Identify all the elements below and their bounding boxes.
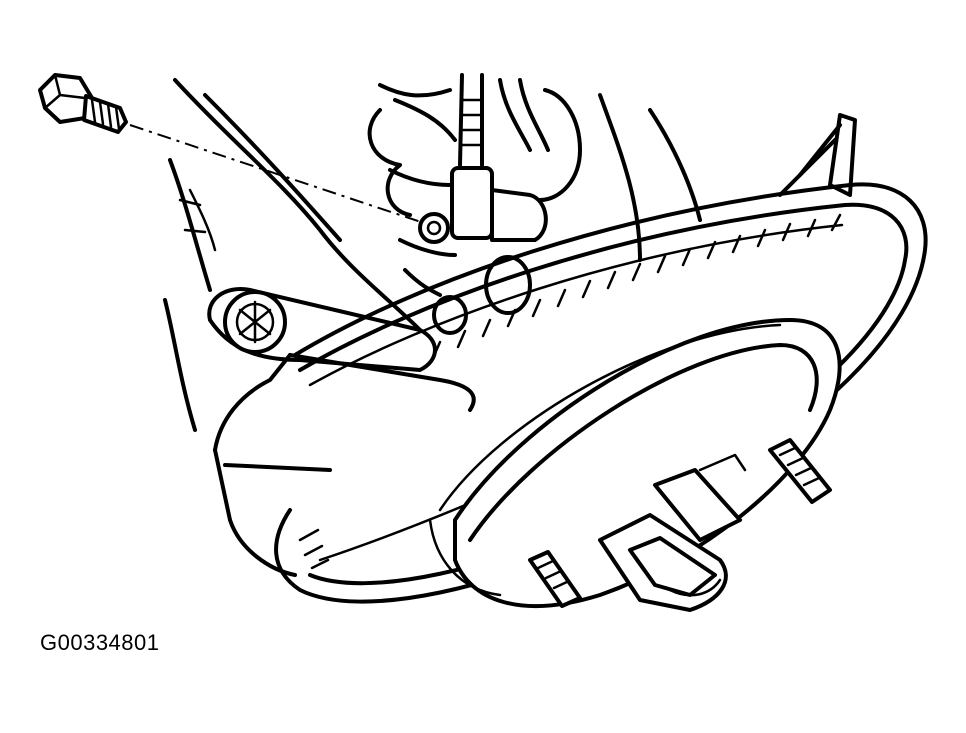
steering-knuckle [213,353,476,577]
suspension-structure [163,78,702,432]
hub-nut [598,453,747,612]
wheel-studs [528,438,832,608]
sensor-cable [458,73,550,167]
wheel-hub [428,318,842,608]
hex-bolt [38,73,128,134]
dust-shield-bracket [778,113,857,197]
bolt-installation-path [129,124,431,226]
axle-boot [367,98,457,297]
figure-code: G00334801 [40,630,160,655]
wheel-speed-sensor [418,166,548,335]
